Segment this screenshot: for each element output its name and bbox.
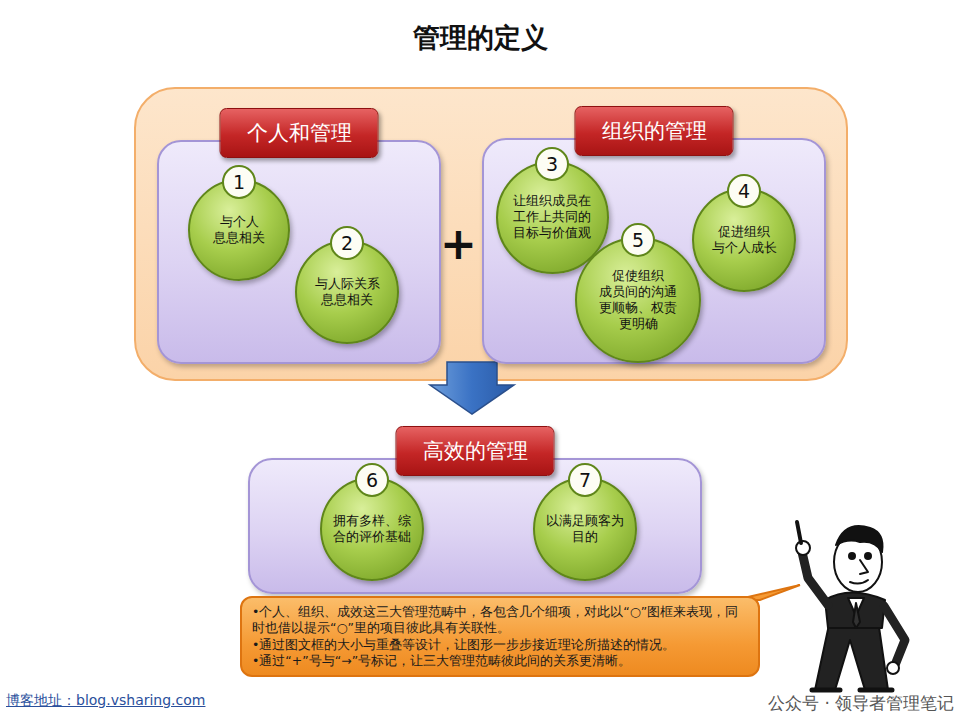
down-arrow	[430, 362, 514, 414]
circle-text: 促使组织 成员间的沟通 更顺畅、权责 更明确	[593, 268, 683, 333]
concept-circle: 1与个人 息息相关	[188, 179, 290, 281]
concept-circle: 2与人际关系 息息相关	[295, 240, 399, 344]
note-text: •通过图文框的大小与重叠等设计，让图形一步步接近理论所描述的情况。	[252, 637, 748, 653]
callout-number: 7	[568, 463, 602, 497]
note-text: •通过“+”号与“→”号标记，让三大管理范畴彼此间的关系更清晰。	[252, 653, 748, 669]
watermark: 公众号 · 领导者管理笔记	[768, 692, 954, 715]
concept-circle: 6拥有多样、综 合的评价基础	[320, 477, 424, 581]
callout-number: 1	[222, 165, 256, 199]
callout-number: 2	[330, 226, 364, 260]
callout-number: 4	[727, 174, 761, 208]
concept-circle: 7以满足顾客为 目的	[533, 477, 637, 581]
diagram-title: 管理的定义	[0, 20, 960, 56]
circle-text: 促进组织 与个人成长	[704, 224, 784, 257]
plus-sign: +	[440, 218, 477, 269]
blog-address: 博客地址：blog.vsharing.com	[6, 692, 205, 710]
circle-text: 与人际关系 息息相关	[307, 276, 387, 309]
circle-text: 拥有多样、综 合的评价基础	[332, 513, 412, 546]
callout-number: 6	[355, 463, 389, 497]
circle-text: 与个人 息息相关	[200, 214, 278, 247]
circle-text: 以满足顾客为 目的	[545, 513, 625, 546]
note-callout: •个人、组织、成效这三大管理范畴中，各包含几个细项，对此以“○”图框来表现，同时…	[240, 596, 760, 677]
group-heading: 个人和管理	[220, 108, 379, 158]
group-panel: 高效的管理6拥有多样、综 合的评价基础7以满足顾客为 目的	[248, 458, 702, 594]
group-panel: 个人和管理1与个人 息息相关2与人际关系 息息相关	[157, 140, 441, 364]
cartoon-man	[796, 522, 905, 690]
note-text: •个人、组织、成效这三大管理范畴中，各包含几个细项，对此以“○”图框来表现，同时…	[252, 604, 748, 637]
group-panel: 组织的管理3让组织成员在 工作上共同的 目标与价值观4促进组织 与个人成长5促使…	[482, 138, 826, 364]
concept-circle: 5促使组织 成员间的沟通 更顺畅、权责 更明确	[575, 237, 701, 363]
outer-frame	[135, 88, 847, 380]
callout-number: 5	[621, 223, 655, 257]
circle-text: 让组织成员在 工作上共同的 目标与价值观	[509, 193, 595, 242]
callout-number: 3	[535, 147, 569, 181]
group-heading: 组织的管理	[575, 106, 734, 156]
concept-circle: 4促进组织 与个人成长	[692, 188, 796, 292]
group-heading: 高效的管理	[396, 426, 555, 476]
